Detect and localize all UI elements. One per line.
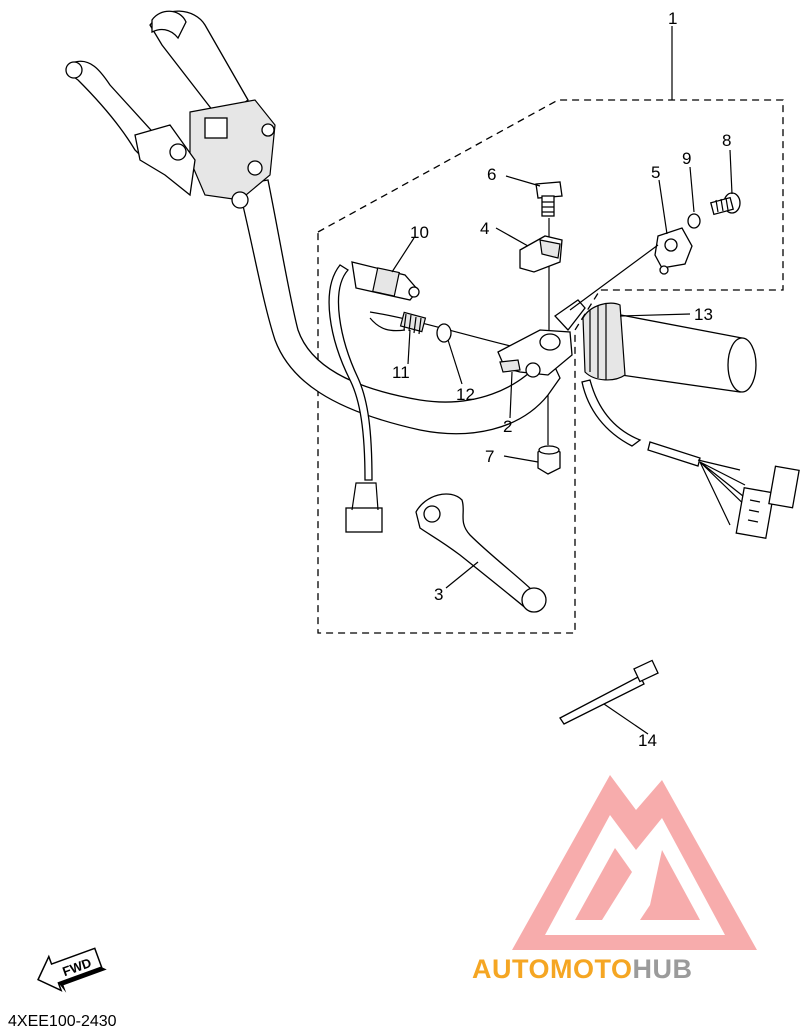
assembly-boundary [317,99,784,634]
callout-10: 10 [410,223,429,242]
watermark-brand-part2: HUB [633,954,693,984]
callout-2: 2 [503,417,512,436]
watermark-brand-part1: AUTOMOTO [472,954,633,984]
bolt-6 [535,181,563,217]
nut-7 [537,445,561,475]
watermark-brand: AUTOMOTOHUB [472,954,693,984]
leader-lines [391,26,733,735]
watermark-logo [512,775,757,950]
lever-3 [415,493,547,613]
diagram-code: 4XEE100-2430 [8,1013,117,1030]
clutch-switch-10 [351,261,420,301]
wire-connector [345,507,383,533]
callout-9: 9 [682,149,691,168]
bracket-5 [654,227,693,275]
switch-wire [328,264,373,481]
callout-11: 11 [392,363,410,382]
clamp-4 [519,235,563,273]
callout-5: 5 [651,163,660,182]
callout-14: 14 [638,731,657,750]
throttle-cable [581,379,642,447]
screw-8 [709,192,741,216]
locknut-12 [436,323,452,343]
callout-1: 1 [668,9,677,28]
fwd-arrow-icon [37,947,107,993]
callout-12: 12 [456,385,475,404]
washer-9 [687,213,701,229]
wire-harness [697,459,800,540]
callout-8: 8 [722,131,731,150]
cable-adjuster-11 [399,311,427,335]
cable-tie-14 [559,659,659,725]
callout-4: 4 [480,219,489,238]
callout-6: 6 [487,165,496,184]
callout-13: 13 [694,305,713,324]
left-handlebar [65,10,561,435]
throttle-grip-13 [582,302,757,393]
callout-7: 7 [485,447,494,466]
lever-holder-2 [497,299,586,378]
callout-3: 3 [434,585,443,604]
